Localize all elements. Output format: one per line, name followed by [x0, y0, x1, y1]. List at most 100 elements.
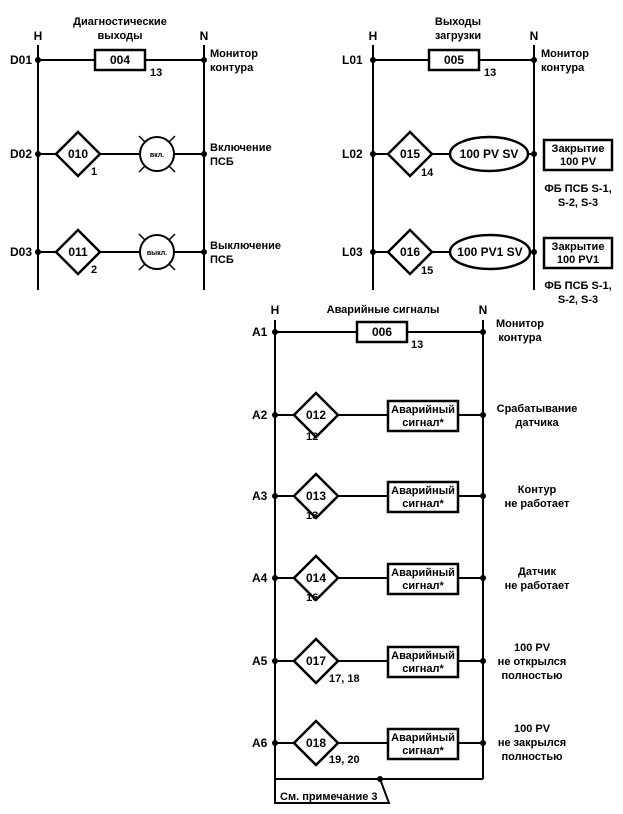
rung-label: A3 [252, 489, 268, 503]
rung-label: D03 [10, 245, 32, 259]
rung-description-line2: не открылся [498, 656, 567, 668]
alarm-contact-diamond [292, 719, 340, 767]
load-rung-l03: L03 016 15 100 PV1 SV Закрытие 100 PV1 Ф… [342, 228, 614, 306]
rung-label: A1 [252, 325, 268, 339]
rung-description-line2: S-2, S-3 [558, 294, 598, 306]
contact-note: 12 [306, 431, 318, 443]
rung-description-line2: не закрылся [498, 737, 566, 749]
close-box-line1: Закрытие [552, 143, 605, 155]
alarm-box-line1: Аварийный [391, 732, 455, 744]
alarm-rung-a1: A1 006 13 Монитор контура [252, 318, 544, 351]
indicator-lamp-icon [139, 234, 175, 270]
diagnostic-title-line1: Диагностические [73, 16, 167, 28]
contact-note: 19, 20 [329, 754, 360, 766]
diagnostic-rung-d01: D01 004 13 Монитор контура [10, 48, 258, 79]
alarm-box-line2: сигнал* [402, 745, 444, 757]
contact-note: 17, 18 [329, 673, 360, 685]
lamp-label: вкл. [150, 152, 164, 159]
rung-label: A4 [252, 571, 268, 585]
coil-label: 100 PV1 SV [457, 245, 522, 259]
rung-description-line1: Монитор [496, 318, 544, 330]
close-valve-box [542, 236, 614, 270]
alarm-n-label: N [479, 303, 488, 317]
contact-code: 004 [110, 53, 130, 67]
contact-note: 13 [150, 67, 162, 79]
alarm-signals-block: Аварийные сигналы H N См. примечание 3 A… [252, 303, 578, 804]
rung-description-line1: Датчик [518, 566, 556, 578]
contact-code: 018 [306, 736, 326, 750]
monitor-contact-box [427, 48, 481, 72]
load-title-line2: загрузки [435, 30, 481, 42]
monitor-contact-box [93, 48, 147, 72]
rung-label: D02 [10, 147, 32, 161]
contact-note: 14 [421, 167, 434, 179]
indicator-lamp-icon [139, 136, 175, 172]
contact-code: 016 [400, 245, 420, 259]
alarm-contact-diamond [292, 391, 340, 439]
rung-label: L01 [342, 53, 363, 67]
contact-note: 13 [306, 510, 318, 522]
rung-description-line1: Срабатывание [497, 403, 578, 415]
rung-description-line3: полностью [502, 670, 563, 682]
alarm-box-line2: сигнал* [402, 663, 444, 675]
rung-description-line1: Включение [210, 142, 272, 154]
diagnostic-h-label: H [34, 29, 43, 43]
diagnostic-rung-d02: D02 010 1 вкл. Включение ПСБ [10, 130, 272, 178]
contact-note: 16 [306, 592, 318, 604]
contact-code: 010 [68, 147, 88, 161]
diagnostic-contact-diamond [54, 228, 102, 276]
lamp-label: выкл. [147, 250, 167, 257]
load-rung-l01: L01 005 13 Монитор контура [342, 48, 589, 79]
alarm-box-line2: сигнал* [402, 498, 444, 510]
rung-label: A2 [252, 408, 268, 422]
contact-code: 005 [444, 53, 464, 67]
rung-description-line2: контура [541, 62, 585, 74]
contact-note: 15 [421, 265, 433, 277]
alarm-rung-a3: A3 013 13 Аварийный сигнал* Контур не ра… [252, 472, 570, 522]
diagnostic-contact-diamond [54, 130, 102, 178]
close-box-line2: 100 PV [560, 156, 597, 168]
contact-code: 012 [306, 408, 326, 422]
rung-label: A5 [252, 654, 268, 668]
solenoid-coil [448, 233, 532, 271]
alarm-rung-a5: A5 017 17, 18 Аварийный сигнал* 100 PV н… [252, 637, 567, 685]
alarm-rung-a6: A6 018 19, 20 Аварийный сигнал* 100 PV н… [252, 719, 566, 767]
footnote-bracket [274, 778, 391, 804]
rung-label: A6 [252, 736, 268, 750]
load-rung-l02: L02 015 14 100 PV SV Закрытие 100 PV ФБ … [342, 130, 614, 209]
rung-label: L02 [342, 147, 363, 161]
contact-note: 13 [484, 67, 496, 79]
coil-label: 100 PV SV [460, 147, 519, 161]
alarm-box-line1: Аварийный [391, 567, 455, 579]
alarm-box-line1: Аварийный [391, 650, 455, 662]
alarm-signal-box [386, 480, 460, 514]
alarm-footnote: См. примечание 3 [280, 791, 378, 803]
rung-description-line1: Монитор [541, 48, 589, 60]
rung-description-line2: датчика [515, 417, 559, 429]
contact-code: 014 [306, 571, 326, 585]
rung-description-line2: ПСБ [210, 156, 234, 168]
contact-note: 13 [411, 339, 423, 351]
alarm-h-label: H [271, 303, 280, 317]
alarm-box-line2: сигнал* [402, 417, 444, 429]
rung-description-line1: 100 PV [514, 723, 551, 735]
rung-description-line1: ФБ ПСБ S-1, [544, 280, 611, 292]
load-title-line1: Выходы [435, 16, 481, 28]
alarm-box-line1: Аварийный [391, 485, 455, 497]
alarm-signal-box [386, 727, 460, 761]
rung-description-line2: контура [210, 62, 254, 74]
diagnostic-rung-d03: D03 011 2 выкл. Выключение ПСБ [10, 228, 281, 276]
load-n-label: N [530, 29, 539, 43]
load-contact-diamond [386, 228, 434, 276]
rung-description-line2: не работает [505, 580, 570, 592]
alarm-rung-a2: A2 012 12 Аварийный сигнал* Срабатывание… [252, 391, 578, 443]
alarm-title: Аварийные сигналы [327, 304, 440, 316]
contact-code: 017 [306, 654, 326, 668]
rung-description-line1: Монитор [210, 48, 258, 60]
contact-note: 1 [91, 166, 97, 178]
alarm-signal-box [386, 399, 460, 433]
monitor-contact-box [355, 320, 409, 344]
alarm-signal-box [386, 562, 460, 596]
load-outputs-block: Выходы загрузки H N L01 005 13 Монитор к… [342, 16, 614, 306]
